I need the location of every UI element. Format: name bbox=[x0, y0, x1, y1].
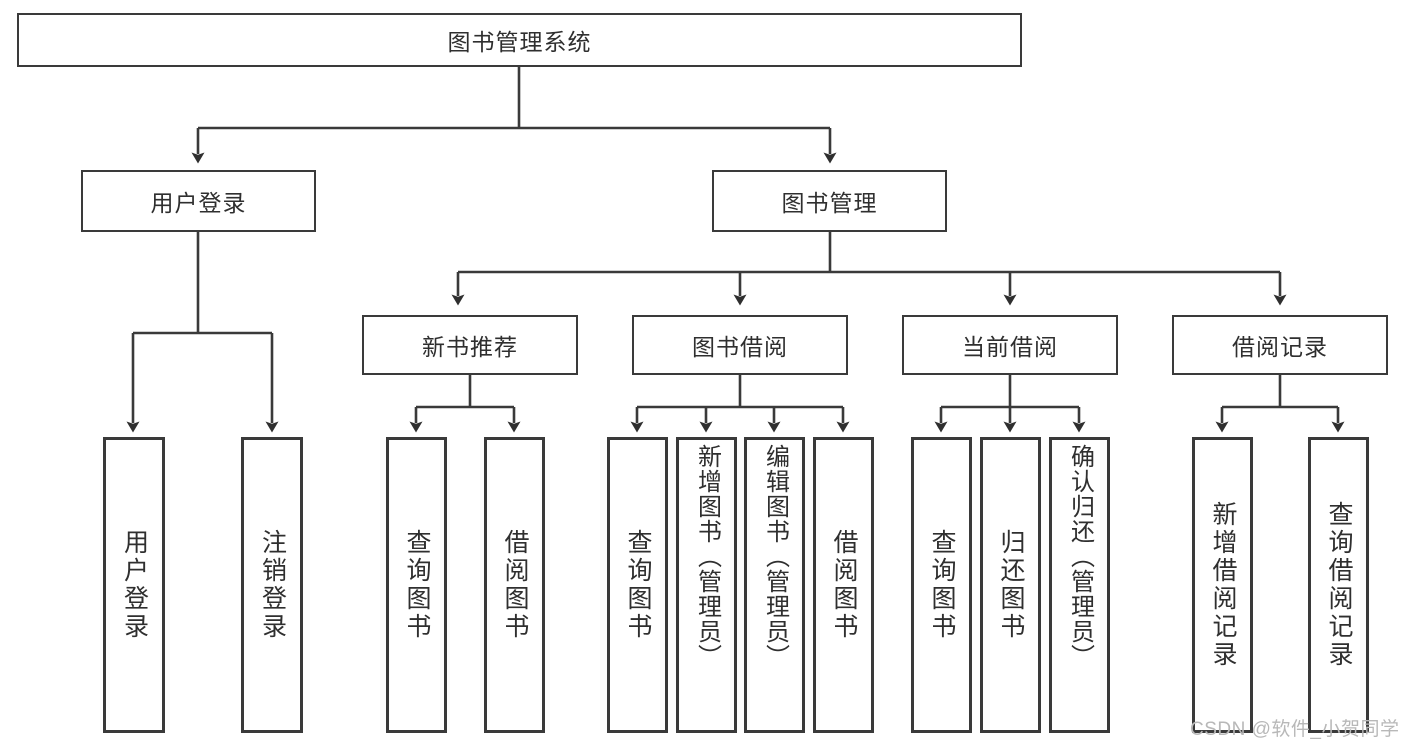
node-label: 图书管理 bbox=[781, 190, 878, 216]
leaf-book-borrow-edit[interactable]: 编辑图书（管理员） bbox=[744, 437, 805, 733]
node-label: 借阅图书 bbox=[830, 529, 858, 641]
leaf-book-borrow-query[interactable]: 查询图书 bbox=[607, 437, 668, 733]
node-book-borrow[interactable]: 图书借阅 bbox=[632, 315, 848, 375]
node-label: 编辑图书（管理员） bbox=[761, 444, 789, 669]
leaf-book-borrow-borrow[interactable]: 借阅图书 bbox=[813, 437, 874, 733]
node-label: 当前借阅 bbox=[962, 334, 1058, 360]
node-label: 新书推荐 bbox=[422, 334, 518, 360]
node-label: 确认归还（管理员） bbox=[1066, 444, 1094, 669]
node-label: 用户登录 bbox=[120, 529, 149, 641]
leaf-new-book-borrow[interactable]: 借阅图书 bbox=[484, 437, 545, 733]
leaf-current-borrow-return[interactable]: 归还图书 bbox=[980, 437, 1041, 733]
node-user-login[interactable]: 用户登录 bbox=[81, 170, 316, 232]
leaf-user-login-login[interactable]: 用户登录 bbox=[103, 437, 165, 733]
node-label: 图书借阅 bbox=[692, 334, 788, 360]
node-label: 注销登录 bbox=[258, 529, 287, 641]
leaf-new-book-query[interactable]: 查询图书 bbox=[386, 437, 447, 733]
node-label: 查询借阅记录 bbox=[1325, 501, 1353, 669]
node-root-system[interactable]: 图书管理系统 bbox=[17, 13, 1022, 67]
leaf-user-login-logout[interactable]: 注销登录 bbox=[241, 437, 303, 733]
node-current-borrow[interactable]: 当前借阅 bbox=[902, 315, 1118, 375]
csdn-watermark: CSDN @软件_小贺同学 bbox=[1190, 719, 1400, 740]
node-new-book-recommend[interactable]: 新书推荐 bbox=[362, 315, 578, 375]
node-label: 用户登录 bbox=[150, 190, 247, 216]
leaf-borrow-record-query[interactable]: 查询借阅记录 bbox=[1308, 437, 1369, 733]
node-label: 新增借阅记录 bbox=[1209, 501, 1237, 669]
leaf-book-borrow-add[interactable]: 新增图书（管理员） bbox=[676, 437, 737, 733]
node-label: 归还图书 bbox=[997, 529, 1025, 641]
node-label: 查询图书 bbox=[928, 529, 956, 641]
node-label: 查询图书 bbox=[403, 529, 431, 641]
leaf-current-borrow-confirm-return[interactable]: 确认归还（管理员） bbox=[1049, 437, 1110, 733]
node-label: 查询图书 bbox=[624, 529, 652, 641]
leaf-current-borrow-query[interactable]: 查询图书 bbox=[911, 437, 972, 733]
node-label: 借阅记录 bbox=[1232, 334, 1328, 360]
node-label: 新增图书（管理员） bbox=[693, 444, 721, 669]
node-label: 图书管理系统 bbox=[447, 29, 592, 55]
node-book-management[interactable]: 图书管理 bbox=[712, 170, 947, 232]
node-borrow-record[interactable]: 借阅记录 bbox=[1172, 315, 1388, 375]
node-label: 借阅图书 bbox=[501, 529, 529, 641]
leaf-borrow-record-add[interactable]: 新增借阅记录 bbox=[1192, 437, 1253, 733]
